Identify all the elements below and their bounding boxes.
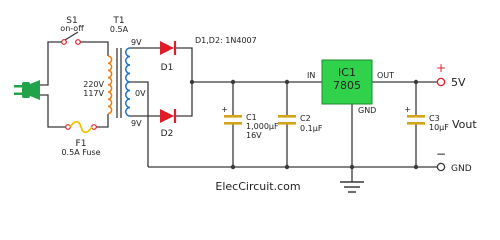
- fuse-f1: [65, 120, 97, 134]
- switch-note-label: on-off: [60, 24, 84, 33]
- wires: [40, 41, 437, 182]
- diode-d2-label: D2: [161, 129, 174, 139]
- wire-switch-to-primary: [80, 41, 109, 56]
- wire-diode-cathodes: [176, 47, 193, 117]
- secondary-tap-bottom: 9V: [131, 119, 142, 128]
- junction-dot: [413, 164, 419, 170]
- circuit-diagram: S1 on-off F1 0.5A Fuse T1 0.5A 220V 117V…: [14, 16, 477, 193]
- junction-dot: [284, 164, 290, 170]
- credit-text: ElecCircuit.com: [215, 180, 300, 193]
- gnd-terminal-label: GND: [451, 164, 472, 174]
- c2-ref-label: C2: [300, 114, 311, 123]
- primary-coil: [107, 55, 113, 115]
- capacitor-c2: [278, 115, 296, 125]
- c3-polarity: +: [404, 105, 411, 114]
- ground-symbol-icon: [340, 181, 364, 193]
- switch-ref-label: S1: [66, 16, 77, 26]
- c1-voltage-label: 16V: [246, 131, 262, 140]
- output-negative-terminal: [436, 162, 446, 172]
- ic-pin-out: OUT: [377, 71, 394, 80]
- ic-pin-gnd: GND: [358, 106, 376, 115]
- secondary-coil: [125, 47, 131, 117]
- vout-label: Vout: [452, 118, 477, 131]
- output-positive-terminal: [436, 77, 446, 87]
- diode-part-note: D1,D2: 1N4007: [195, 36, 257, 45]
- output-voltage-label: 5V: [451, 76, 466, 89]
- transformer-ref-label: T1: [112, 16, 124, 26]
- diode-d1: [160, 41, 177, 55]
- wire-center-tap: [130, 81, 149, 167]
- c2-value-label: 0.1µF: [300, 124, 323, 133]
- c1-ref-label: C1: [246, 113, 257, 122]
- diode-d2: [160, 109, 177, 123]
- ic-pin-in: IN: [307, 71, 315, 80]
- c3-ref-label: C3: [429, 114, 440, 123]
- c3-value-label: 10µF: [429, 123, 449, 132]
- transformer-rating-label: 0.5A: [110, 25, 129, 34]
- junction-dot: [284, 79, 290, 85]
- fuse-rating-label: 0.5A Fuse: [61, 148, 100, 157]
- wire-plug-to-fuse: [40, 94, 66, 128]
- plus-sign: +: [436, 61, 446, 75]
- junction-dot: [230, 164, 236, 170]
- ic-part-label: 7805: [333, 79, 361, 92]
- primary-voltage-2: 117V: [83, 89, 104, 98]
- regulator-ic1: [321, 59, 373, 105]
- c1-value-label: 1,000µF: [246, 122, 279, 131]
- junction-dots: [189, 79, 419, 170]
- diode-d1-label: D1: [161, 63, 174, 73]
- secondary-tap-top: 9V: [131, 38, 142, 47]
- junction-dot: [413, 79, 419, 85]
- capacitor-c1: [224, 115, 242, 125]
- switch-s1: [61, 31, 81, 45]
- fuse-ref-label: F1: [76, 139, 87, 149]
- wire-plug-to-switch: [40, 41, 62, 86]
- capacitor-c3: [407, 115, 425, 125]
- junction-dot: [349, 164, 355, 170]
- junction-dot: [230, 79, 236, 85]
- c1-polarity: +: [221, 105, 228, 114]
- wire-fuse-to-primary: [96, 114, 109, 128]
- transformer-t1: [107, 47, 131, 118]
- power-plug-icon: [14, 80, 40, 100]
- junction-dot: [189, 79, 195, 85]
- secondary-tap-center: 0V: [135, 89, 146, 98]
- schematic: S1 on-off F1 0.5A Fuse T1 0.5A 220V 117V…: [14, 16, 477, 193]
- ic-ref-label: IC1: [338, 66, 356, 79]
- primary-voltage-1: 220V: [83, 80, 104, 89]
- minus-sign: −: [436, 147, 446, 161]
